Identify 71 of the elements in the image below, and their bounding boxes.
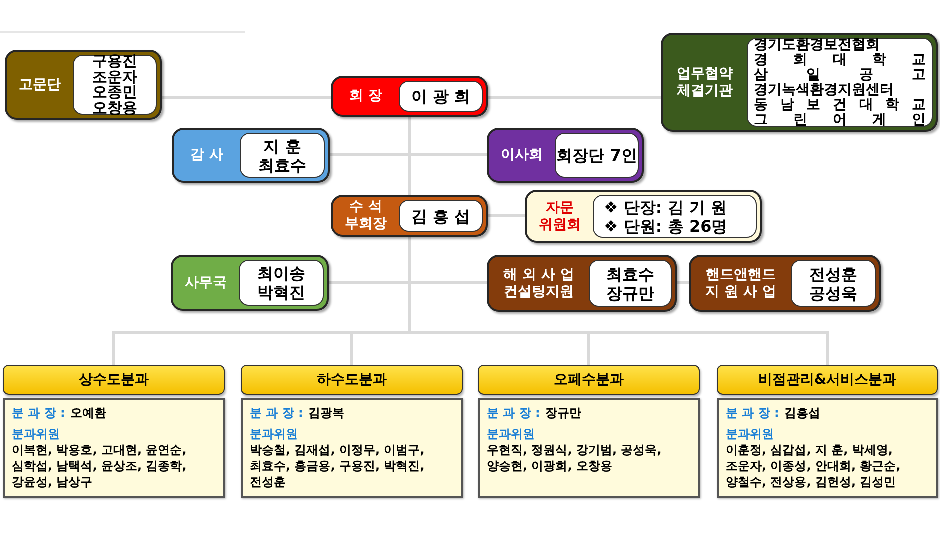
org-box [689,255,881,312]
org-box [331,76,488,117]
unit-title: 자문 위원회 [538,200,582,234]
chair-label: 분 과 장 : [487,406,540,420]
institution-name: 삼 일 공 고 [754,68,926,82]
org-box [5,50,162,120]
committee-panel [478,398,700,498]
institution-name: 동 남 보 건 대 학 교 [754,98,926,112]
chair-label: 분 과 장 : [726,406,780,420]
members-label: 분과위원 [487,426,536,442]
chair-name: 김흥섭 [784,406,820,420]
institution-name: 경기도환경보전협회 [754,38,881,52]
org-box [172,128,330,183]
institution-name: 경기녹색환경지원센터 [754,82,895,98]
chair-label: 분 과 장 : [250,406,304,420]
unit-title: 수 석 부회장 [344,199,388,233]
members-label: 분과위원 [726,426,775,442]
committee-header: 비점관리&서비스분과 [717,365,938,395]
member-name: 지 훈 [264,136,302,156]
org-box [525,190,762,243]
member-name: ❖ 단장: 김 기 원 [604,198,728,216]
connector-line [677,282,689,284]
members-label: 분과위원 [250,426,299,442]
chair-name: 오예환 [70,406,106,420]
member-name: 최이송 [258,264,306,283]
org-box [331,195,488,237]
member-name: 조운자 [92,70,138,85]
member-list: 우현직, 정원식, 강기범, 공성욱, 양승현, 이광희, 오창용 [487,442,691,474]
institution-name: 경 희 대 학 교 [754,52,926,68]
member-name: 김 흥 섭 [411,206,471,226]
member-list: 이훈정, 심갑섭, 지 훈, 박세영, 조운자, 이종성, 안대희, 황근순, 양철수, 전상용, 김헌성, 김성민 [726,442,929,490]
members-label: 분과위원 [12,426,61,442]
unit-title: 고문단 [18,76,62,94]
committee-panel [3,398,225,498]
unit-title: 핸드앤핸드 지 원 사 업 [704,266,778,300]
committee-panel [241,398,463,498]
unit-title: 회 장 [348,88,384,105]
unit-title: 해 외 사 업 컨설팅지원 [502,266,576,300]
unit-title: 이사회 [500,147,544,164]
unit-title: 사무국 [184,274,228,292]
org-box [487,128,644,183]
org-box [171,255,329,311]
member-name: 최효수 [606,264,654,284]
unit-title: 업무협약 체결기관 [676,66,734,100]
member-name: 오창용 [92,100,138,116]
committee-header: 하수도분과 [241,365,463,395]
member-name: ❖ 단원: 총 26명 [604,216,728,236]
chair-label: 분 과 장 : [12,406,66,420]
connector-line [488,214,525,218]
connector-line [488,96,661,100]
org-box [487,255,677,312]
member-list: 박승철, 김재섭, 이정무, 이범구, 최효수, 홍금용, 구용진, 박혁진, 전성훈 [250,442,454,490]
member-name: 최효수 [258,156,306,174]
committee-header: 오폐수분과 [478,365,700,395]
member-name: 오종민 [92,85,138,100]
member-name: 박혁진 [258,283,306,302]
org-box [661,33,938,132]
chair-name: 장규만 [545,406,582,420]
member-list: 이복현, 박용호, 고대현, 윤연순, 심학섭, 남택석, 윤상조, 김종학, 강윤성, 남상구 [12,442,216,490]
member-name: 장규만 [606,284,654,302]
member-name: 공성욱 [810,284,858,302]
chair-name: 김광복 [308,406,344,420]
institution-name: 그 린 어 게 인 [754,112,926,128]
member-name: 이 광 희 [411,87,471,106]
unit-title: 감 사 [190,147,224,164]
member-name: 회장단 7인 [556,146,638,165]
member-name: 구용진 [92,54,138,70]
committee-header: 상수도분과 [3,365,225,395]
committee-panel [717,398,938,498]
connector-line [162,96,331,100]
member-name: 전성훈 [810,264,858,284]
